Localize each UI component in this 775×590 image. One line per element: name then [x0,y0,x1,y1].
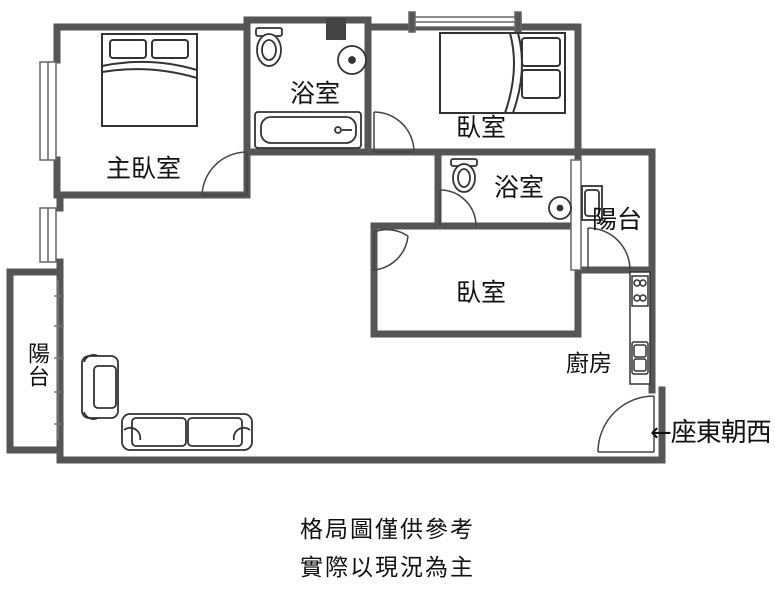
label-balcony-west: 陽台 [24,342,49,388]
disclaimer-line-1: 格局圖僅供參考 [300,517,475,543]
master-bed [101,33,198,127]
label-bath-2: 浴室 [494,173,545,202]
disclaimer-line-2: 實際以現況為主 [300,555,475,581]
kitchen-fixtures [629,271,651,385]
orientation-label: ←座東朝西 [650,418,772,448]
bath-2-fixtures [450,158,572,220]
label-balcony-east: 陽台 [592,205,643,234]
laundry-sink [581,185,603,221]
label-bath-1: 浴室 [290,79,341,108]
label-bedroom-1: 臥室 [456,113,507,142]
sofa [121,413,253,451]
doors [201,111,655,453]
bed-2 [439,32,566,114]
wall-column [326,18,346,40]
bath-1-fixtures [254,27,367,149]
windows [39,11,582,271]
armchair [81,354,119,420]
label-kitchen: 廚房 [566,351,612,377]
balcony-railing [54,280,64,440]
label-bedroom-2: 臥室 [456,278,507,307]
label-master-bedroom: 主臥室 [106,154,182,183]
